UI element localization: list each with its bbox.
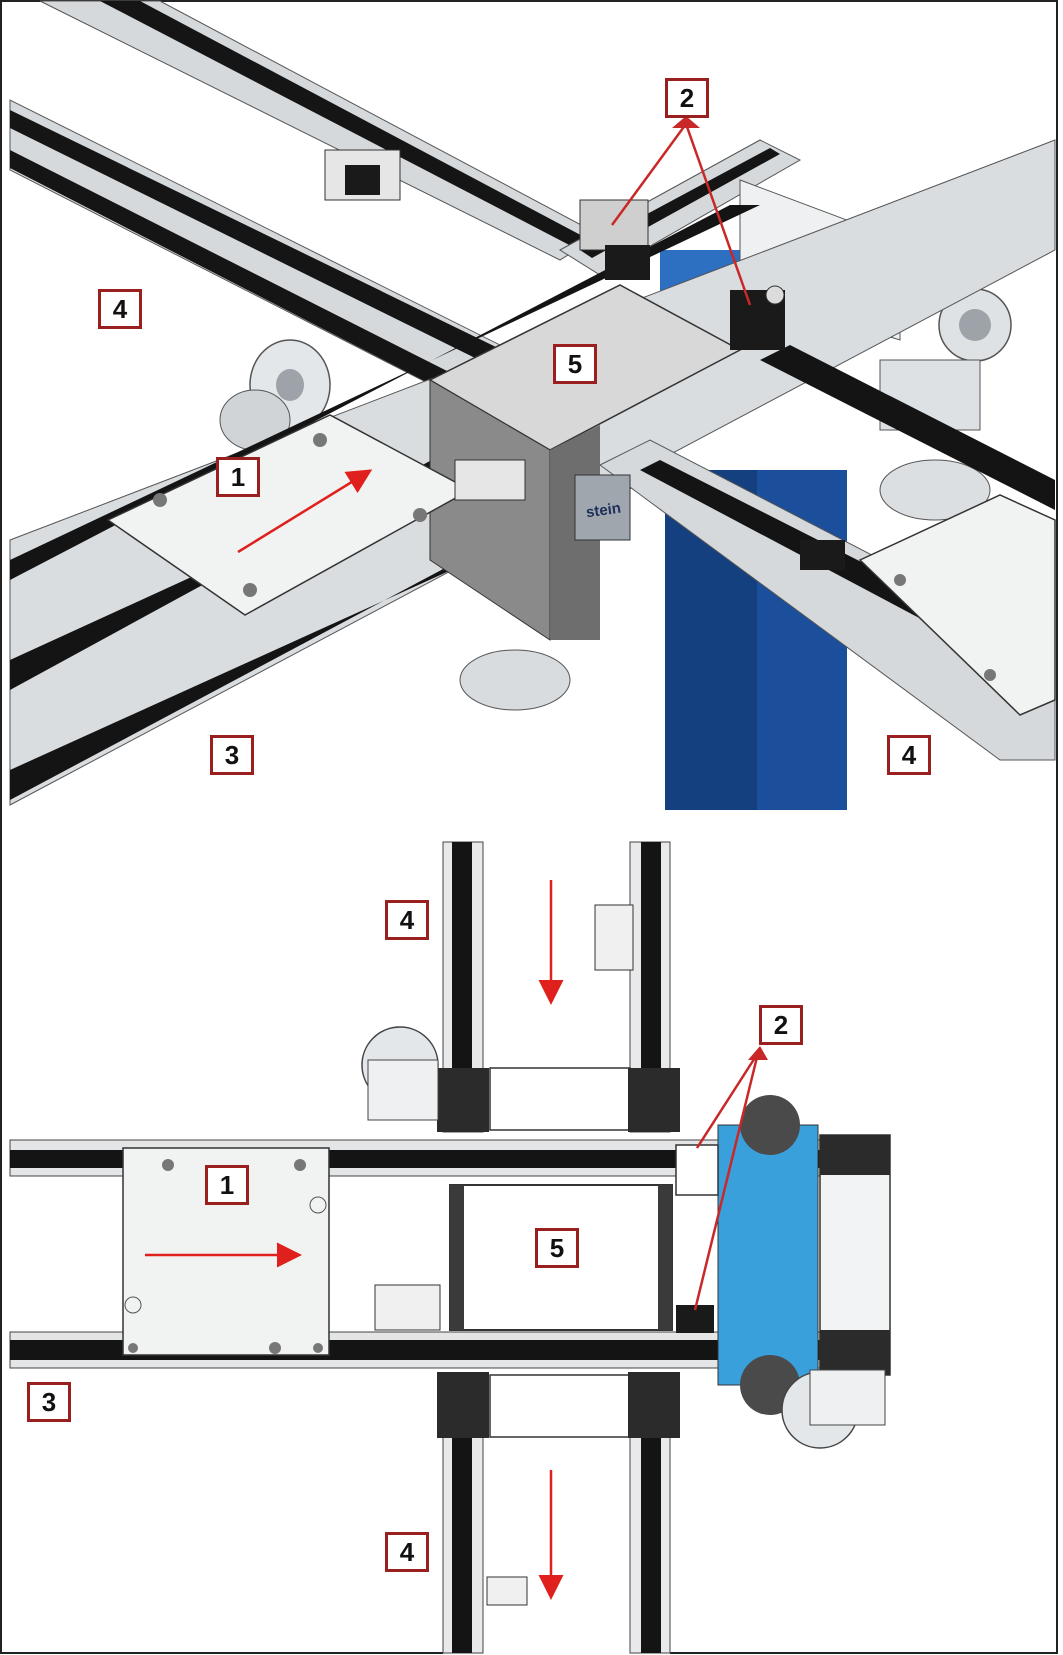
sensor-block-plan-upper — [594, 904, 634, 971]
callout-5-top: 5 — [553, 344, 597, 384]
leader-line-2a — [610, 123, 688, 226]
workpiece-pallet-right — [858, 494, 1056, 716]
right-branch-conveyor — [599, 439, 1056, 761]
sensor-block-right — [800, 540, 845, 570]
leader-line-plan-2a — [695, 1052, 760, 1149]
callout-2-top: 2 — [665, 78, 709, 118]
callout-2-plan: 2 — [759, 1005, 803, 1045]
callout-4-plan-lower: 4 — [385, 1532, 429, 1572]
direction-arrow-top — [237, 469, 373, 554]
leader-line-2b — [684, 123, 752, 306]
sensor-block-middle — [454, 459, 526, 501]
callout-3-top: 3 — [210, 735, 254, 775]
callout-4-top-right: 4 — [887, 735, 931, 775]
lift-motor — [459, 649, 571, 711]
sensor-block-plan-lower — [486, 1576, 528, 1606]
callout-1-top: 1 — [216, 457, 260, 497]
callout-4-top-left: 4 — [98, 289, 142, 329]
drive-casing — [574, 474, 631, 541]
callout-5-plan: 5 — [535, 1228, 579, 1268]
lift-plan — [717, 1124, 819, 1386]
isometric-view — [9, 0, 1056, 810]
callout-4-plan-upper: 4 — [385, 900, 429, 940]
callout-3-plan: 3 — [27, 1382, 71, 1422]
plan-view — [9, 841, 891, 1655]
callout-1-plan: 1 — [205, 1165, 249, 1205]
sensor-block-plan-middle — [374, 1284, 441, 1331]
leader-line-plan-2b — [693, 1052, 760, 1311]
stop-gate-upper — [579, 199, 649, 251]
stop-gate-plan-upper — [675, 1144, 719, 1196]
